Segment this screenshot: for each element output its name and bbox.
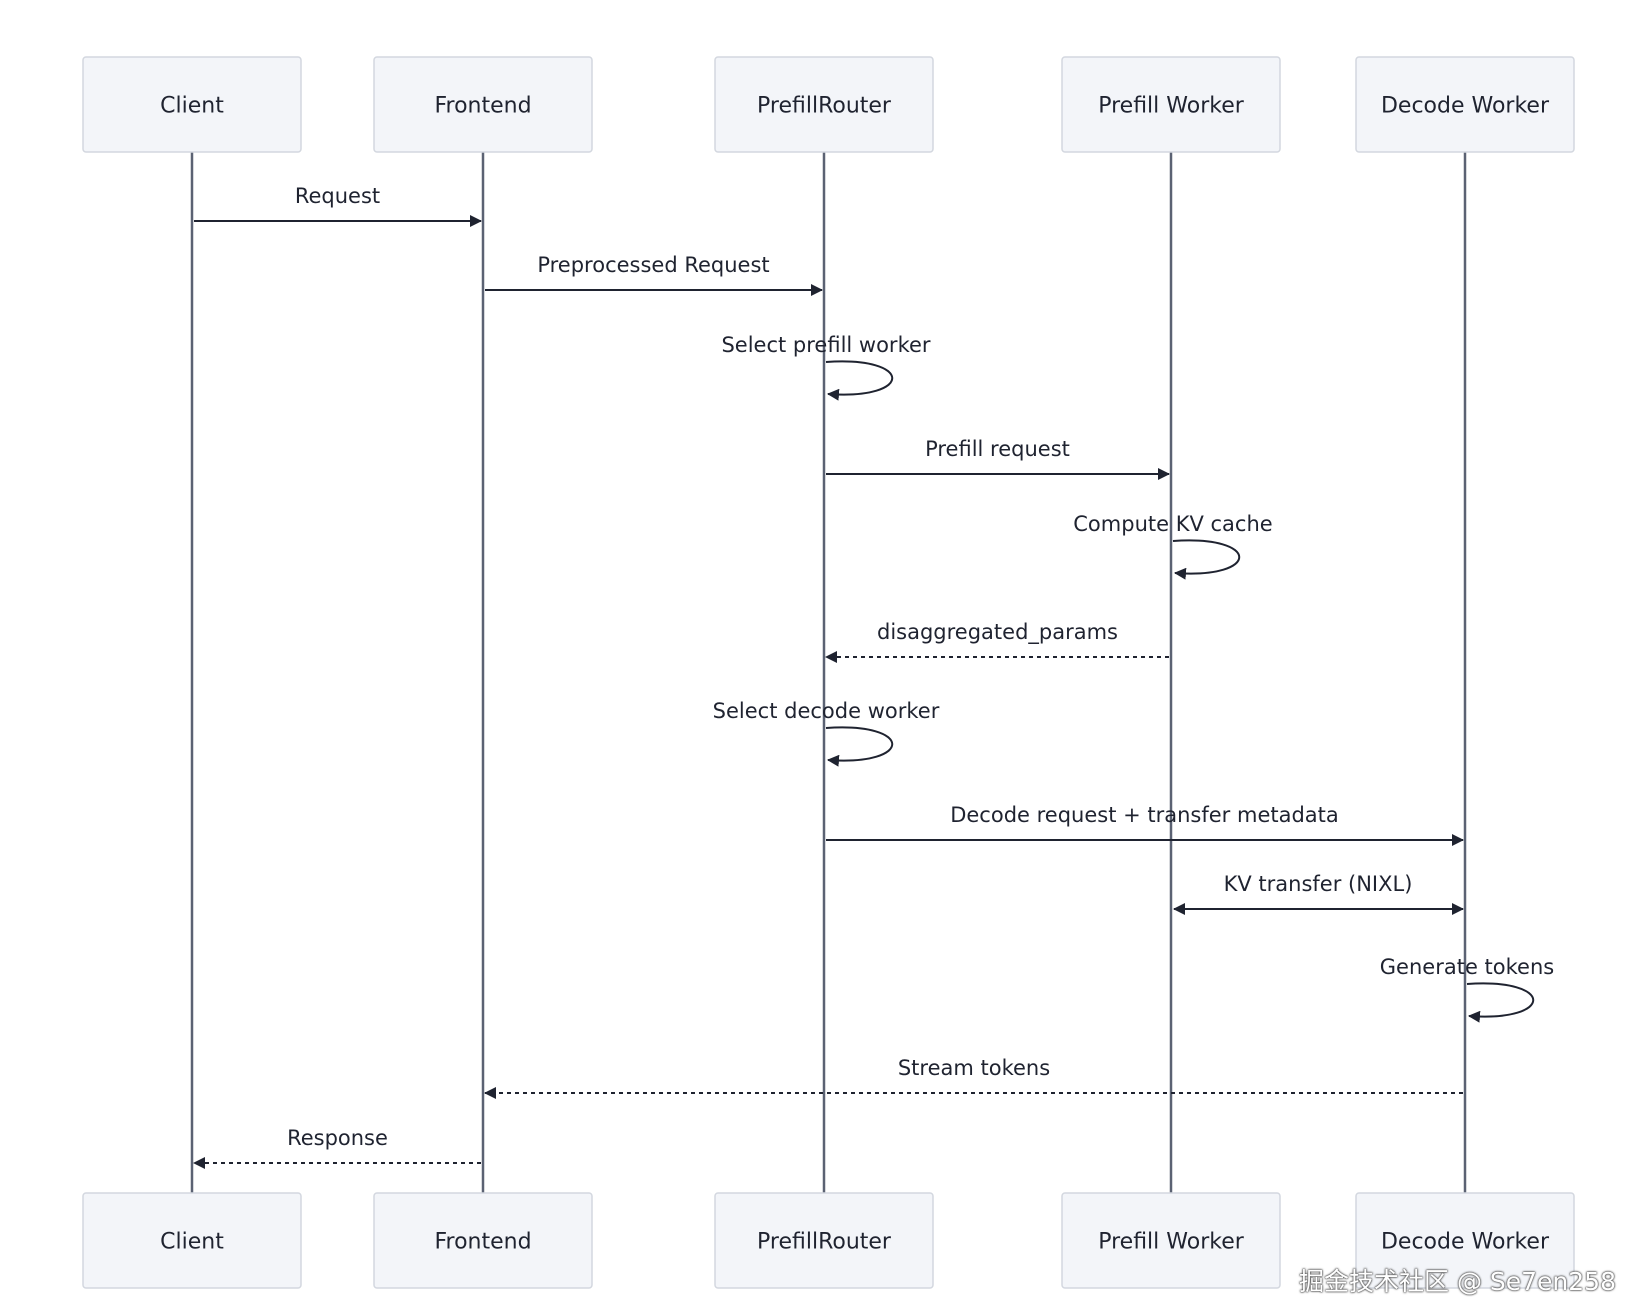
- actor-label-frontend-bottom: Frontend: [434, 1230, 531, 1255]
- actor-box-prefill-worker-top: [1061, 56, 1281, 153]
- message-arrow-select-prefill-worker: [825, 360, 894, 401]
- message-label-kv-transfer-nixl: KV transfer (NIXL): [1224, 872, 1413, 896]
- message-label-preprocessed-request: Preprocessed Request: [537, 253, 769, 277]
- actor-label-prefill-worker-top: Prefill Worker: [1098, 94, 1245, 119]
- message-arrow-compute-kv-cache: [1172, 539, 1241, 580]
- message-label-decode-request-transfer-metadata: Decode request + transfer metadata: [950, 803, 1339, 827]
- actor-box-decode-worker-bottom: [1355, 1192, 1575, 1289]
- message-label-generate-tokens: Generate tokens: [1380, 955, 1554, 979]
- actor-box-frontend-top: [373, 56, 593, 153]
- message-label-compute-kv-cache: Compute KV cache: [1073, 512, 1272, 536]
- actor-box-prefill-worker-bottom: [1061, 1192, 1281, 1289]
- message-label-prefill-request: Prefill request: [925, 437, 1070, 461]
- message-label-select-decode-worker: Select decode worker: [713, 699, 940, 723]
- actor-label-frontend-top: Frontend: [434, 94, 531, 119]
- message-arrow-generate-tokens: [1466, 982, 1535, 1023]
- actor-box-client-top: [82, 56, 302, 153]
- message-label-request: Request: [295, 184, 380, 208]
- message-label-stream-tokens: Stream tokens: [898, 1056, 1050, 1080]
- actor-label-decode-worker-bottom: Decode Worker: [1381, 1230, 1550, 1255]
- message-label-select-prefill-worker: Select prefill worker: [721, 333, 930, 357]
- actor-label-prefillrouter-bottom: PrefillRouter: [757, 1230, 892, 1255]
- actor-box-prefillrouter-bottom: [714, 1192, 934, 1289]
- message-label-disaggregated-params: disaggregated_params: [877, 620, 1118, 645]
- actor-label-prefill-worker-bottom: Prefill Worker: [1098, 1230, 1245, 1255]
- actor-box-prefillrouter-top: [714, 56, 934, 153]
- actor-box-client-bottom: [82, 1192, 302, 1289]
- actor-label-client-bottom: Client: [160, 1230, 224, 1255]
- actor-box-frontend-bottom: [373, 1192, 593, 1289]
- message-label-response: Response: [287, 1126, 388, 1150]
- actor-label-decode-worker-top: Decode Worker: [1381, 94, 1550, 119]
- actor-box-decode-worker-top: [1355, 56, 1575, 153]
- watermark: 掘金技术社区 @ Se7en258: [1299, 1267, 1616, 1296]
- message-arrow-select-decode-worker: [825, 726, 894, 767]
- actor-label-prefillrouter-top: PrefillRouter: [757, 94, 892, 119]
- actor-label-client-top: Client: [160, 94, 224, 119]
